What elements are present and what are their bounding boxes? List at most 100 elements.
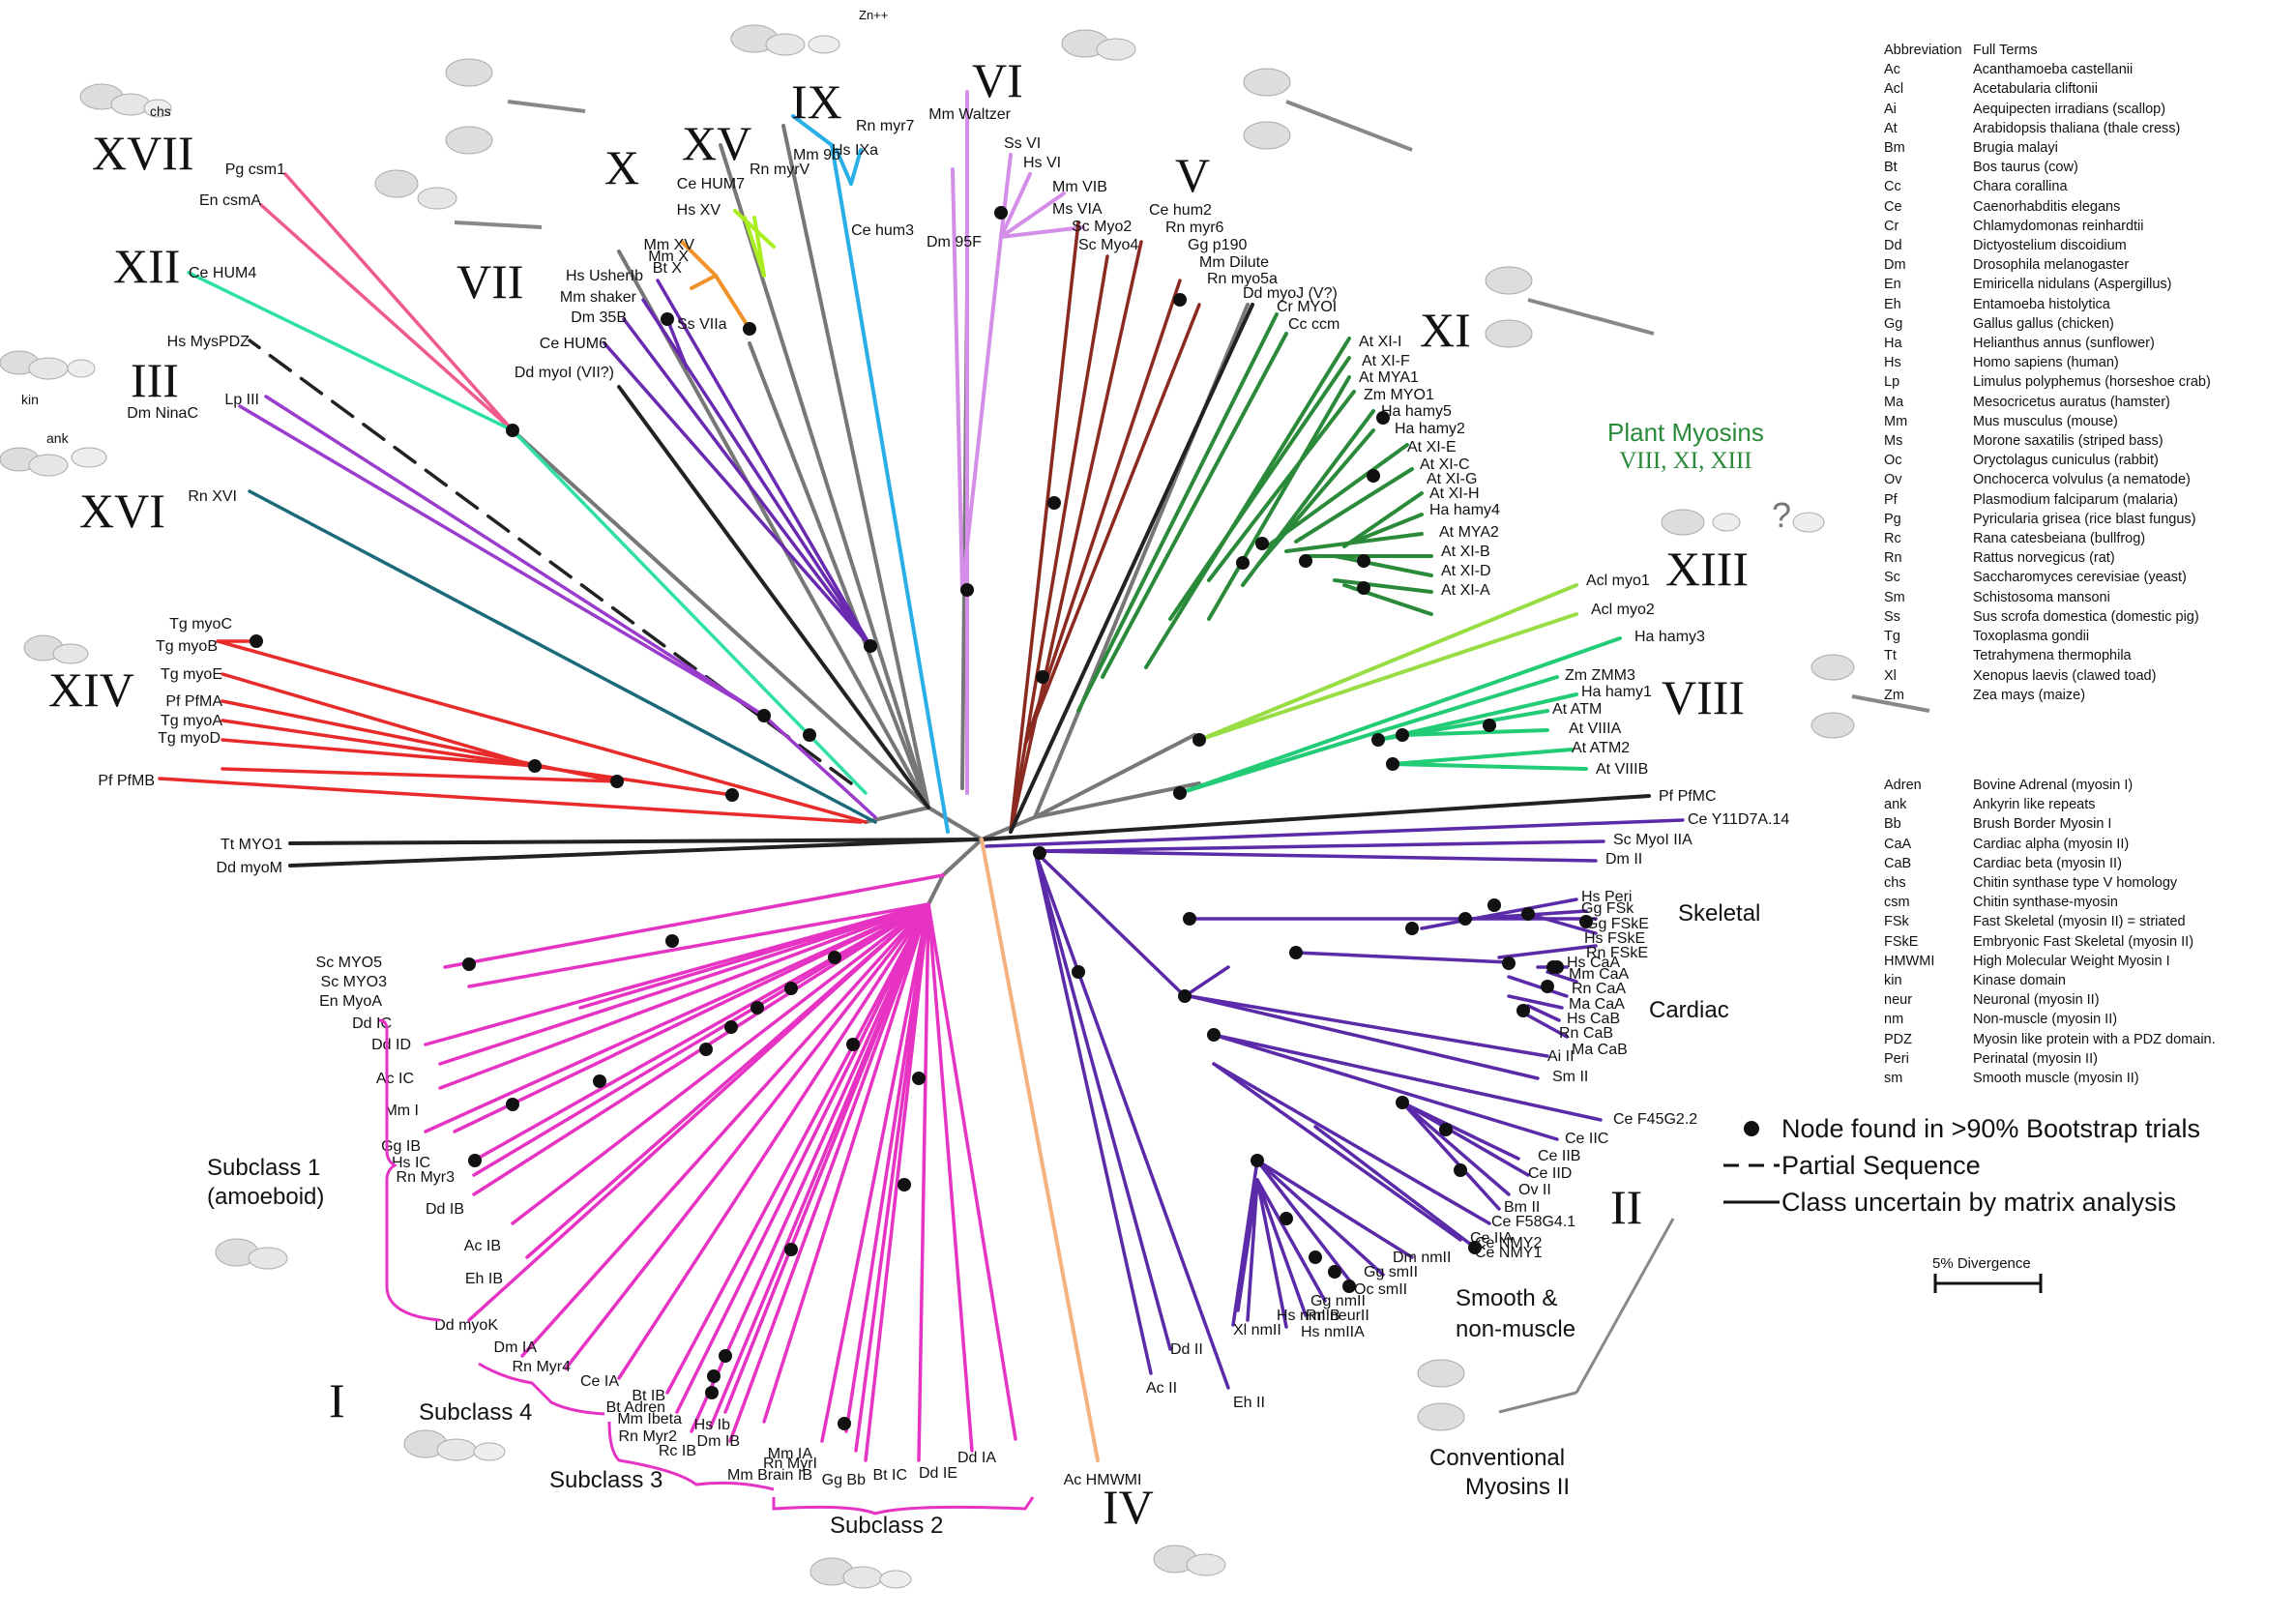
branch	[472, 902, 930, 1162]
taxon-label: Ce IA	[580, 1373, 619, 1390]
branch	[520, 902, 930, 1358]
bracket-subclass4	[478, 1362, 605, 1416]
branch	[999, 225, 1085, 239]
myosin-icon-viii	[1810, 654, 1930, 739]
species-full-name: Drosophila melanogaster	[1973, 257, 2130, 274]
species-abbr: Dd	[1884, 238, 1902, 254]
bootstrap-node	[705, 1386, 719, 1399]
taxon-label: Ce F58G4.1	[1491, 1214, 1575, 1230]
taxon-label: Pf PfMA	[165, 693, 222, 710]
taxon-label: Dd myoI (VII?)	[515, 365, 614, 381]
bootstrap-node	[462, 957, 476, 971]
branch	[1101, 332, 1288, 679]
taxon-label: Ce Y11D7A.14	[1688, 811, 1789, 828]
branch	[1400, 728, 1549, 737]
branch	[472, 902, 930, 1177]
species-full-name: Caenorhabditis elegans	[1973, 198, 2121, 215]
taxon-label: At ATM2	[1572, 740, 1630, 756]
branch	[1212, 1062, 1491, 1225]
species-abbr: Gg	[1884, 315, 1903, 332]
species-abbr: Tg	[1884, 629, 1900, 645]
taxon-label: At ATM	[1552, 701, 1602, 718]
taxon-label: Lp III	[224, 392, 259, 408]
term-abbr: Bb	[1884, 816, 1901, 833]
term-abbr: chs	[1884, 875, 1906, 892]
taxon-label: Zm ZMM3	[1565, 667, 1635, 684]
bootstrap-node	[743, 322, 756, 336]
taxon-label: Ce IIB	[1538, 1148, 1580, 1164]
taxon-label: At XI-F	[1362, 353, 1410, 369]
branch	[999, 172, 1032, 239]
branch	[854, 902, 930, 1453]
term-abbr: ank	[1884, 797, 1907, 813]
taxon-label: Eh II	[1233, 1395, 1265, 1411]
branch	[221, 767, 619, 783]
taxon-label: Dm NinaC	[127, 405, 198, 422]
bootstrap-node	[1468, 1241, 1482, 1254]
taxon-label: Gg smII	[1364, 1264, 1418, 1280]
bootstrap-node	[1386, 757, 1399, 771]
taxon-label: Tg myoE	[161, 666, 222, 683]
term-abbr: kin	[1884, 973, 1902, 989]
bootstrap-node	[1342, 1280, 1356, 1293]
taxon-label: En csmA	[199, 192, 261, 209]
branch	[1255, 1178, 1288, 1329]
species-abbr: Ma	[1884, 394, 1904, 410]
term-abbr: Peri	[1884, 1050, 1909, 1067]
taxon-label: Rn XVI	[188, 488, 237, 505]
branch	[1313, 1125, 1477, 1250]
species-abbr: Bm	[1884, 140, 1905, 157]
branch	[1197, 612, 1578, 742]
taxon-label: Mm 9b	[793, 147, 840, 163]
taxon-label: Dd myoM	[217, 860, 282, 876]
bootstrap-node	[1299, 554, 1312, 568]
taxon-label: Ac IC	[376, 1071, 414, 1087]
taxon-label: Hs CaA	[1567, 955, 1620, 971]
taxon-label: Ha hamy1	[1581, 684, 1652, 700]
class-label-v: V	[1175, 148, 1210, 202]
bootstrap-node	[1033, 846, 1046, 860]
branch	[714, 274, 751, 331]
taxon-label: Ce IIA	[1470, 1230, 1514, 1247]
plant-myosins-title: Plant Myosins	[1607, 418, 1764, 447]
dashed-line-icon	[1722, 1161, 1781, 1170]
branch	[221, 719, 734, 797]
bootstrap-node	[1178, 989, 1192, 1003]
branch	[1009, 221, 1080, 834]
branch	[1526, 1014, 1569, 1039]
branch-uncertain	[980, 794, 1651, 841]
species-abbr: Ac	[1884, 62, 1900, 78]
branch	[238, 404, 766, 718]
branch	[1391, 748, 1574, 766]
taxon-label: At XI-G	[1427, 471, 1477, 487]
term-full-name: Smooth muscle (myosin II)	[1973, 1071, 2139, 1087]
branch	[1188, 994, 1540, 1080]
species-full-name: Pyricularia grisea (rice blast fungus)	[1973, 511, 2196, 527]
header-full-terms: Full Terms	[1973, 43, 2038, 58]
bootstrap-node	[1236, 556, 1250, 570]
taxon-label: Hs CaB	[1567, 1011, 1620, 1027]
taxon-label: Tg myoC	[169, 616, 232, 632]
scale-bar-line	[1933, 1274, 2043, 1293]
term-abbr: csm	[1884, 895, 1910, 911]
taxon-label: Tg myoD	[158, 730, 221, 747]
taxon-label: Tt MYO1	[221, 837, 282, 853]
bootstrap-node	[1192, 733, 1206, 747]
species-abbr: Hs	[1884, 355, 1901, 371]
bootstrap-node	[1579, 915, 1593, 928]
taxon-label: Acl myo2	[1591, 602, 1655, 618]
taxon-label: Ce HUM7	[677, 176, 745, 192]
taxon-label: At MYA2	[1439, 524, 1499, 541]
branch	[1507, 975, 1569, 998]
branch	[221, 738, 537, 768]
taxon-label: At MYA1	[1359, 369, 1419, 386]
